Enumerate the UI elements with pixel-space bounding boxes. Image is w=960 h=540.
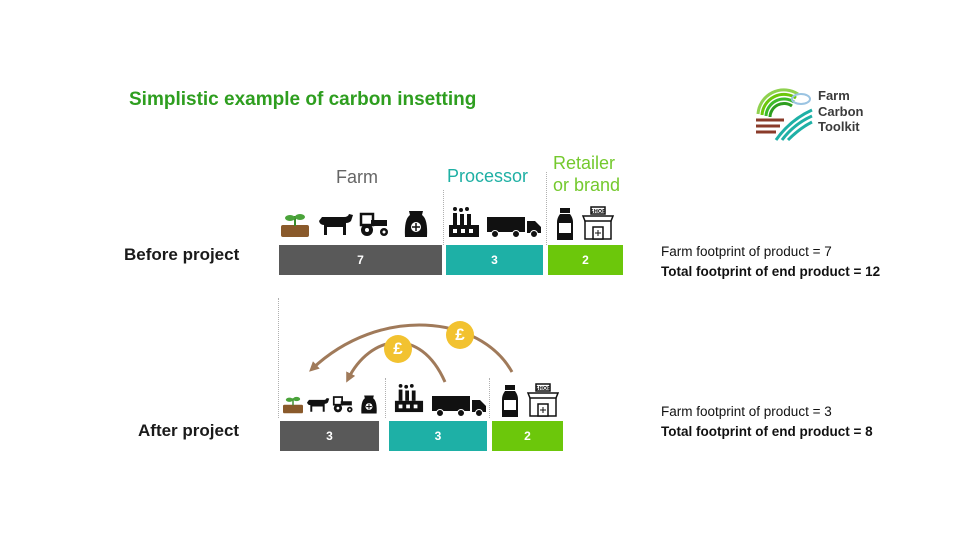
payment-arrow-retailer-to-farm [309,323,514,373]
pound-coin-icon: £ [446,321,474,349]
plant-soil-icon [281,214,309,237]
fertiliser-sack-icon [361,395,377,414]
factory-icon [394,383,424,413]
farm-carbon-toolkit-logo: Farm Carbon Toolkit [754,84,884,144]
after-farm-footprint-note: Farm footprint of product = 3 [661,404,832,419]
logo-line-2: Carbon [818,103,864,119]
before-project-label: Before project [124,245,240,264]
pound-coin-symbol: £ [455,325,465,344]
logo-text: Farm Carbon Toolkit [818,88,864,135]
svg-text:SHOP: SHOP [535,386,551,392]
after-retailer-value: 2 [524,429,531,443]
cow-icon [319,214,353,235]
stage-farm-label: Farm [336,167,378,187]
truck-icon [487,217,541,238]
after-processor-value: 3 [434,429,442,443]
before-total-footprint-note: Total footprint of end product = 12 [661,264,881,279]
logo-line-1: Farm [818,88,850,103]
before-farm-footprint-note: Farm footprint of product = 7 [661,244,832,259]
logo-mark-icon [756,88,813,142]
logo-line-3: Toolkit [818,119,860,134]
after-notes: Farm footprint of product = 3 Total foot… [661,402,873,442]
after-retailer-bar: 2 [492,421,563,451]
page-title: Simplistic example of carbon insetting [129,89,477,110]
before-notes: Farm footprint of product = 7 Total foot… [661,242,880,282]
divider-line [489,378,490,418]
shop-icon: SHOP [581,206,615,240]
after-processor-bar: 3 [389,421,487,451]
tractor-icon [359,212,388,236]
cow-icon [307,397,330,412]
truck-icon [432,396,486,417]
after-total-footprint-note: Total footprint of end product = 8 [661,424,873,439]
before-farm-bar: 7 [279,245,442,275]
divider-line [385,378,386,418]
fertiliser-sack-icon [404,211,428,237]
before-processor-value: 3 [491,253,498,267]
stage-retailer-label: Retailer or brand [553,152,620,196]
factory-icon [449,207,479,237]
stage-retailer-line-1: Retailer [553,153,616,173]
svg-text:SHOP: SHOP [590,209,606,215]
stage-processor-label: Processor [447,166,529,186]
before-farm-value: 7 [357,253,364,267]
divider-line [546,172,547,245]
pound-coin-symbol: £ [393,339,403,358]
after-farm-bar: 3 [280,421,379,451]
after-farm-value: 3 [326,429,333,443]
shop-icon: SHOP [526,383,560,417]
divider-line [443,190,444,245]
stage-retailer-line-2: or brand [553,175,621,195]
plant-soil-icon [283,396,303,414]
tractor-icon [332,396,353,413]
after-project-label: After project [138,421,240,440]
before-processor-bar: 3 [446,245,543,275]
before-retailer-bar: 2 [548,245,623,275]
milk-bottle-icon [557,208,573,240]
milk-bottle-icon [502,385,518,417]
divider-line [278,298,279,418]
before-retailer-value: 2 [582,253,589,267]
pound-coin-icon: £ [384,335,412,363]
